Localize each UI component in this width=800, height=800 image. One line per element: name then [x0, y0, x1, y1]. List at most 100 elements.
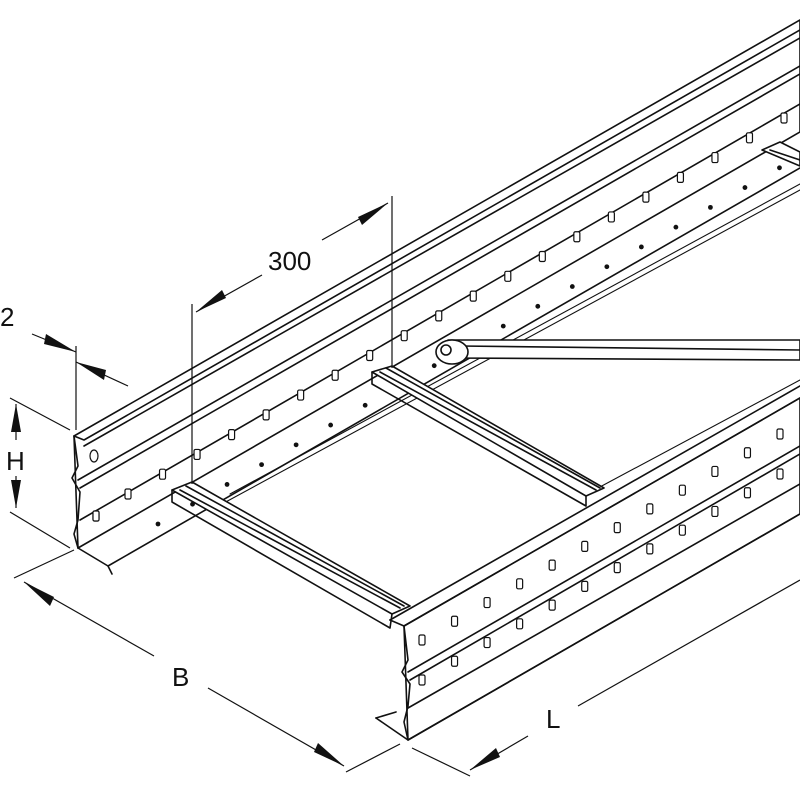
right-rail-groove-2 — [409, 453, 800, 681]
left-rail-end-hole — [89, 449, 99, 463]
right-side-rail — [375, 385, 800, 741]
rail-slot — [124, 488, 132, 500]
rail-slot — [366, 349, 374, 362]
arrow-icon — [314, 743, 344, 766]
rail-slot — [743, 447, 752, 459]
left-rail-lip — [83, 37, 800, 447]
rail-slot — [227, 429, 236, 441]
rail-slot — [516, 578, 524, 590]
rail-hole — [362, 402, 368, 408]
arrow-icon — [44, 334, 76, 352]
rail-slot — [678, 484, 686, 496]
rung-spacing-label: 300 — [268, 246, 311, 276]
rail-slot — [516, 618, 524, 630]
rail-slot — [776, 428, 784, 440]
rung-far-right — [761, 141, 800, 167]
rail-hole — [535, 303, 541, 309]
rung-front-groove-1 — [179, 489, 401, 609]
dimension-height: H — [6, 397, 71, 549]
arrow-icon — [76, 362, 106, 380]
rung-back — [371, 365, 605, 507]
brace-groove — [459, 345, 800, 351]
rail-hole — [259, 462, 264, 468]
rail-slot — [581, 540, 589, 552]
rail-slot — [613, 522, 621, 534]
rail-slot — [158, 468, 167, 480]
arrow-icon — [358, 203, 388, 225]
rail-slot — [400, 330, 408, 342]
length-label: L — [546, 704, 560, 734]
rail-slot — [193, 448, 201, 461]
rail-hole — [293, 442, 299, 448]
rail-slot — [450, 655, 459, 667]
right-rail-bottom-edge — [375, 711, 397, 719]
rung-front-groove-2 — [185, 485, 405, 607]
rail-slot — [642, 191, 650, 203]
width-extension-right — [345, 743, 401, 773]
rail-slot — [538, 250, 546, 263]
rail-hole — [328, 422, 334, 428]
length-line-right — [577, 579, 800, 707]
rail-slot — [435, 310, 443, 322]
rail-slot — [711, 505, 719, 518]
arrow-icon — [470, 748, 500, 770]
rail-hole — [224, 482, 230, 487]
rail-slot — [331, 369, 339, 381]
dimension-side-thickness: 2 — [0, 302, 129, 430]
right-rail-lip — [389, 385, 800, 621]
rung-back-groove-2 — [385, 367, 601, 489]
diagonal-brace — [435, 339, 800, 365]
rail-slot — [780, 112, 788, 124]
arrow-icon — [11, 404, 21, 432]
right-rail-slots — [418, 428, 784, 686]
rail-hole — [638, 244, 644, 250]
width-label: B — [172, 662, 189, 692]
inner-floor-line-left — [229, 183, 800, 495]
dimension-rung-spacing: 300 — [191, 196, 393, 484]
left-rail-groove-1 — [77, 65, 800, 481]
dimension-width: B — [13, 549, 401, 773]
left-rail-groove-2 — [79, 73, 800, 489]
rail-hole — [431, 363, 437, 369]
side-thickness-label: 2 — [0, 302, 14, 332]
rail-hole — [708, 204, 713, 210]
left-rail-bottom-edge — [107, 565, 113, 575]
rail-slot — [745, 132, 754, 144]
height-extension-bottom — [9, 511, 71, 549]
dimension-length: L — [411, 579, 800, 777]
rail-hole — [742, 185, 748, 190]
inner-floor-line-right — [597, 379, 800, 489]
rung-far-groove — [769, 149, 800, 161]
arrow-icon — [11, 480, 21, 508]
rail-slot — [573, 231, 581, 243]
rail-slot — [297, 389, 305, 401]
rail-slot — [646, 503, 654, 515]
rail-slot — [418, 634, 426, 646]
rail-hole — [673, 224, 679, 230]
rail-slot — [418, 674, 426, 686]
rail-slot — [483, 636, 491, 649]
brace-bolt — [440, 344, 452, 356]
left-rail-end-profile — [71, 435, 81, 549]
rung-front — [171, 481, 411, 629]
left-rail-top-flange — [73, 29, 800, 441]
rail-slot — [548, 599, 556, 611]
rail-hole — [777, 165, 782, 171]
rail-slot — [776, 468, 784, 480]
arrow-icon — [24, 582, 54, 606]
rail-hole — [569, 284, 575, 289]
width-extension-left — [13, 549, 75, 579]
rail-slot — [676, 171, 685, 183]
right-rail-end-profile — [401, 625, 411, 741]
rail-slot — [504, 270, 512, 282]
rail-slot — [262, 409, 270, 421]
rail-slot — [743, 487, 752, 499]
rail-slot — [613, 562, 621, 574]
length-extension-left — [411, 747, 471, 777]
rail-slot — [711, 151, 719, 164]
left-side-rail — [71, 19, 800, 575]
rail-hole — [604, 264, 610, 270]
rung-back-side — [371, 371, 587, 507]
rail-hole — [155, 521, 161, 527]
